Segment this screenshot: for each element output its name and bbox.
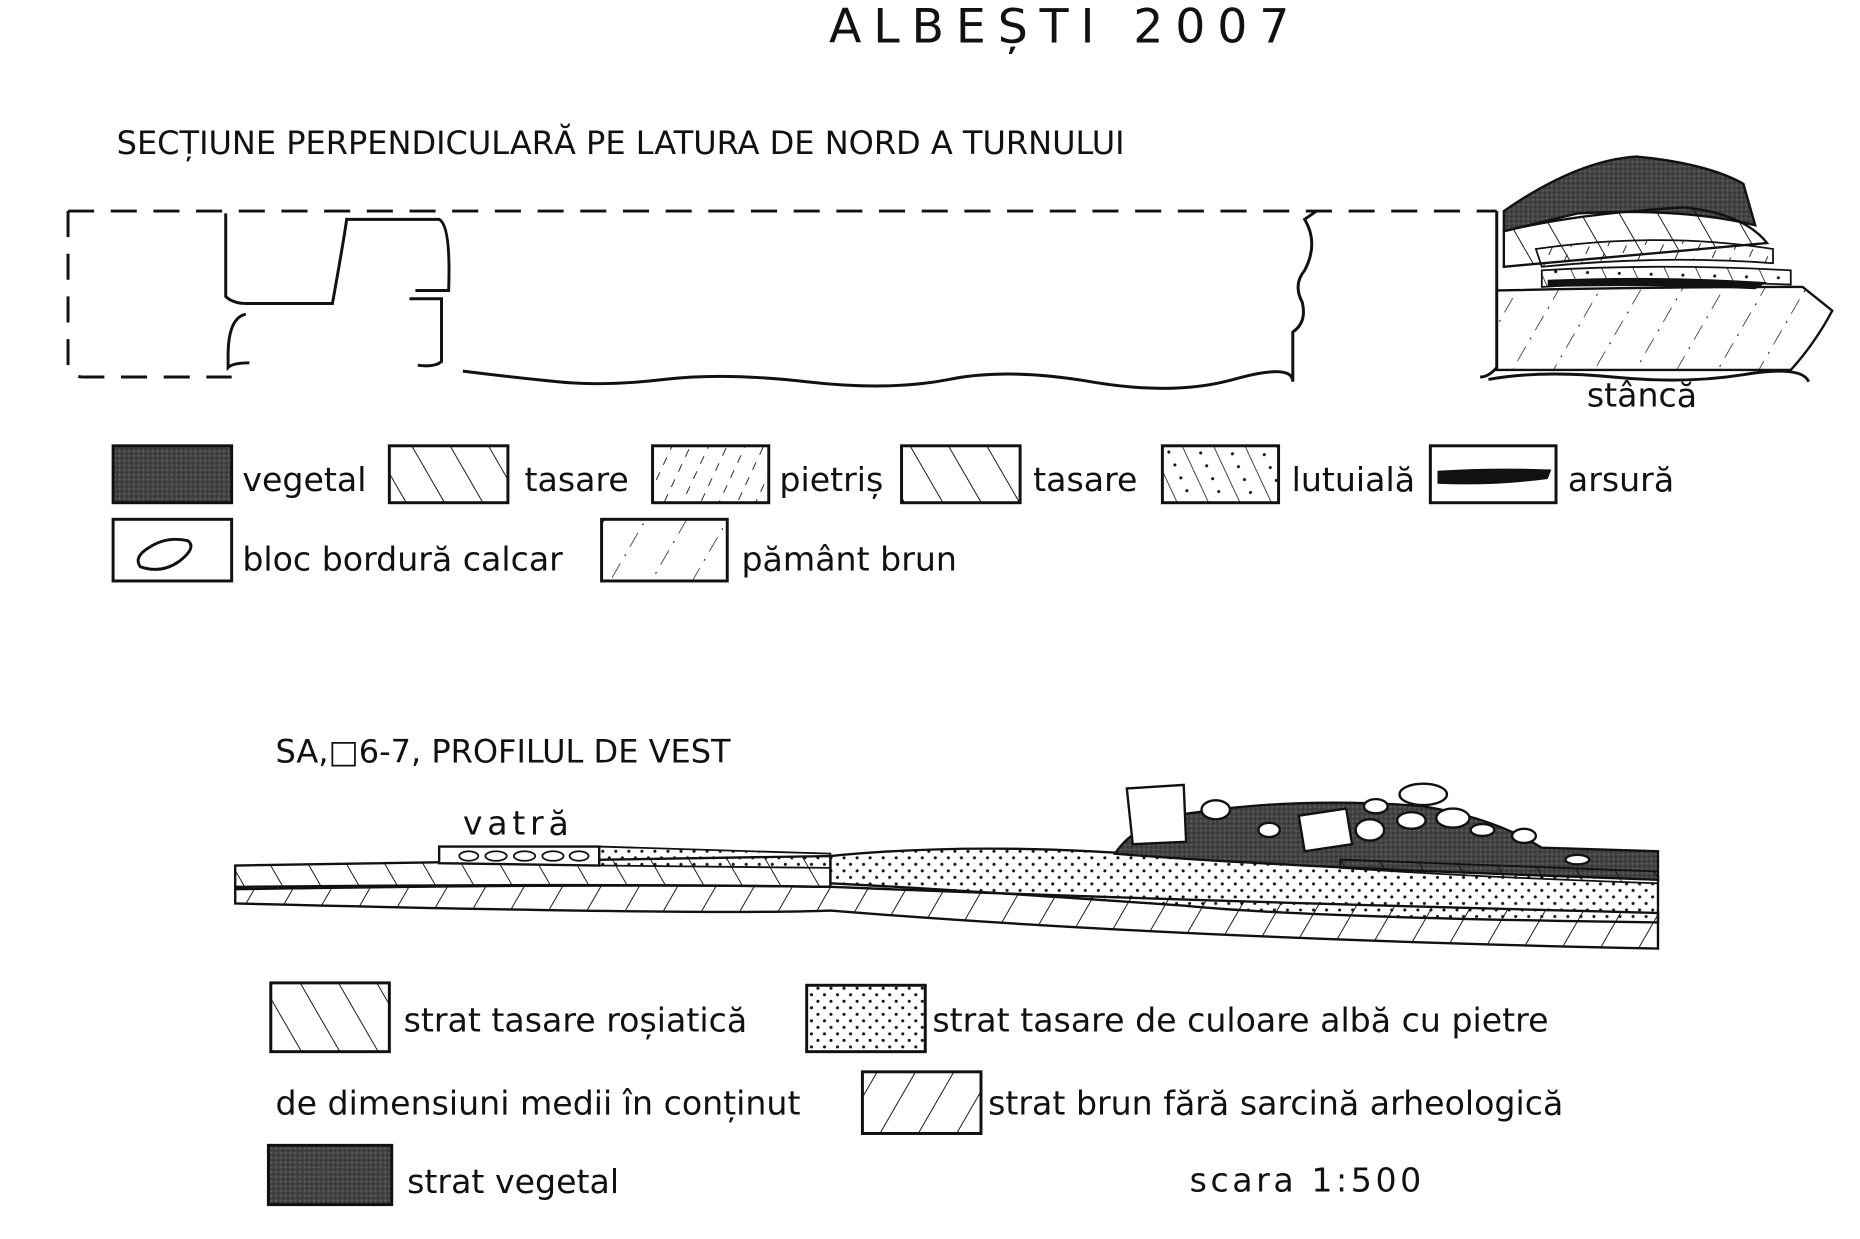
legend-swatch-vegetal [111, 444, 234, 505]
legend-label: pământ brun [741, 539, 956, 578]
legend-label: tasare [525, 460, 629, 499]
legend-swatch-pamant-brun [600, 517, 729, 583]
legend-label: de dimensiuni medii în conținut [276, 1084, 801, 1123]
legend-label: bloc bordură calcar [242, 539, 563, 578]
drawing-title: ALBEȘTI 2007 [829, 0, 1301, 55]
rock-profile [1488, 155, 1834, 383]
legend-label: strat tasare de culoare albă cu pietre [932, 1001, 1548, 1040]
legend-swatch-lutuiala [1160, 444, 1281, 505]
scale-label: scara 1:500 [1190, 1161, 1425, 1200]
tower-section-outline [66, 209, 1499, 390]
section2-title: SA,□6-7, PROFILUL DE VEST [276, 732, 731, 770]
west-profile [234, 782, 1660, 950]
stone-icon [136, 537, 193, 571]
legend-label: arsură [1568, 460, 1674, 499]
legend-label: strat tasare roșiatică [404, 1001, 748, 1040]
legend-swatch-pietris [651, 444, 771, 505]
legend-swatch-tasare-alba [805, 983, 927, 1054]
legend-section1: vegetal tasare pietriș tasare lutuială a… [111, 444, 1674, 583]
legend-label: strat vegetal [407, 1162, 619, 1201]
legend-label: pietriș [779, 460, 883, 499]
legend-label: strat brun fără sarcină arheologică [988, 1084, 1563, 1123]
legend-swatch-strat-brun [860, 1070, 983, 1135]
legend-label: tasare [1033, 460, 1137, 499]
legend-label: lutuială [1292, 460, 1415, 499]
rock-label: stâncă [1587, 376, 1697, 415]
section1-title: SECȚIUNE PERPENDICULARĂ PE LATURA DE NOR… [117, 123, 1125, 162]
legend-section2: strat tasare roșiatică strat tasare de c… [266, 981, 1563, 1207]
legend-label: vegetal [242, 460, 366, 499]
legend-swatch-tasare-rosiatica [269, 981, 391, 1054]
hearth-label: vatră [463, 804, 574, 843]
legend-swatch-bloc [111, 517, 234, 583]
legend-swatch-tasare-2 [900, 444, 1022, 505]
legend-swatch-tasare [387, 444, 510, 505]
legend-swatch-strat-vegetal [266, 1143, 394, 1207]
